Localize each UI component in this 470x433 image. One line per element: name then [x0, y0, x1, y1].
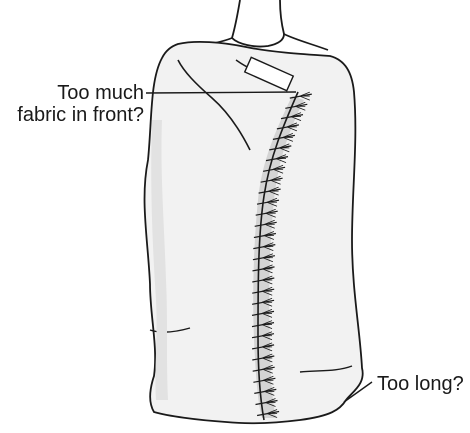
- mannequin-neck: [232, 0, 284, 47]
- front-fabric-annotation-line2: fabric in front?: [17, 104, 144, 126]
- length-annotation: Too long?: [377, 373, 464, 395]
- fabric-body: [145, 42, 363, 423]
- front-fabric-annotation-line1: Too much: [17, 82, 144, 104]
- mannequin-shoulder-right: [284, 34, 328, 50]
- front-fabric-annotation: Too much fabric in front?: [17, 82, 144, 126]
- leader-line-front: [146, 92, 296, 93]
